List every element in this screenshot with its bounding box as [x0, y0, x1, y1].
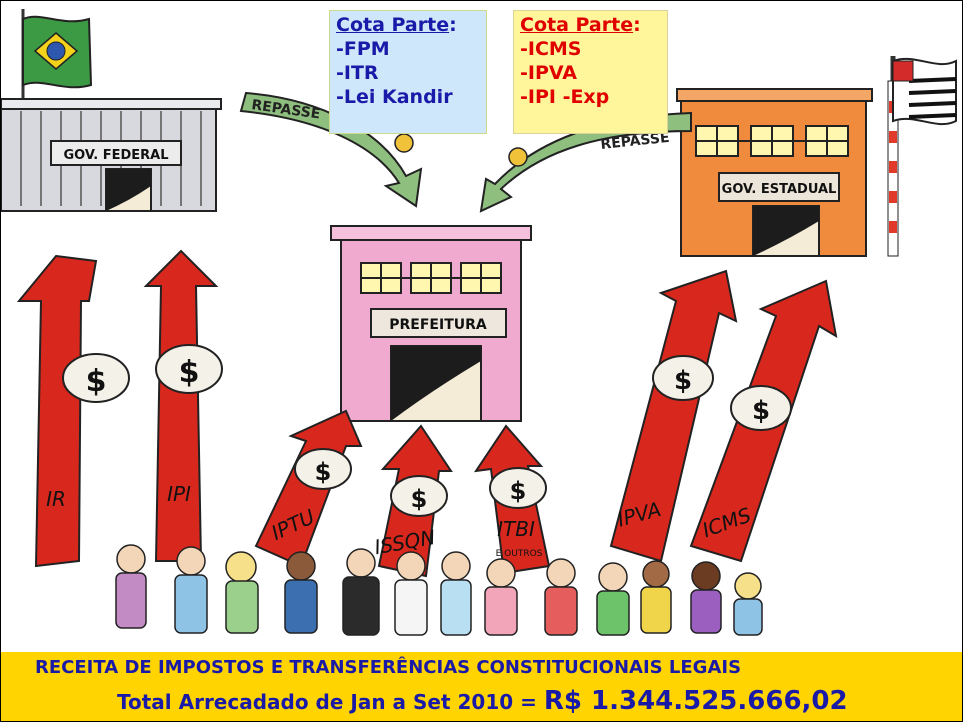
person-icon — [342, 548, 380, 636]
repasse-label-estadual: REPASSE — [600, 130, 671, 153]
tax-arrow-ir: IR — [16, 254, 98, 568]
prefeitura-building: PREFEITURA — [330, 225, 532, 422]
tax-arrow-ipi: IPI — [143, 249, 219, 562]
cota-parte-estadual-box: Cota Parte: -ICMS -IPVA -IPI -Exp — [513, 10, 668, 134]
person-icon — [544, 558, 578, 636]
federal-building: GOV. FEDERAL — [1, 9, 222, 212]
tax-arrow-iptu: IPTU — [254, 409, 363, 568]
cota-estadual-title: Cota Parte — [520, 14, 634, 36]
svg-text:$: $ — [411, 485, 428, 513]
person-icon — [596, 562, 630, 636]
cota-federal-title: Cota Parte — [336, 14, 450, 36]
footer-title: RECEITA DE IMPOSTOS E TRANSFERÊNCIAS CON… — [35, 657, 742, 678]
footer-total-amount: R$ 1.344.525.666,02 — [543, 686, 848, 716]
person-icon — [174, 546, 208, 634]
cota-federal-item: -FPM — [336, 38, 390, 60]
coin-icon — [394, 133, 528, 167]
cota-federal-item: -ITR — [336, 62, 379, 84]
arrow-label-ir: IR — [46, 487, 66, 511]
money-bag-symbols: $ $ $ $ $ $ $ — [86, 355, 770, 513]
cota-estadual-item: -IPVA — [520, 62, 577, 84]
prefeitura-sign: PREFEITURA — [389, 317, 487, 333]
svg-text:$: $ — [86, 364, 107, 399]
people-crowd — [115, 544, 763, 636]
cota-estadual-colon: : — [633, 14, 641, 36]
arrow-label-itbi: ITBI — [497, 517, 535, 541]
svg-text:$: $ — [179, 355, 200, 390]
arrow-sublabel-itbi: E OUTROS — [496, 549, 543, 559]
cota-federal-item: -Lei Kandir — [336, 86, 453, 108]
tax-arrow-ipva: IPVA — [609, 269, 738, 563]
svg-text:$: $ — [315, 458, 332, 486]
person-icon — [690, 561, 722, 634]
cota-federal-colon: : — [449, 14, 457, 36]
svg-text:$: $ — [752, 396, 770, 426]
footer-banner: RECEITA DE IMPOSTOS E TRANSFERÊNCIAS CON… — [1, 652, 962, 721]
person-icon — [440, 551, 472, 636]
person-icon — [394, 551, 428, 636]
money-bag-icon — [62, 344, 792, 517]
cota-estadual-item: -ICMS — [520, 38, 582, 60]
svg-text:$: $ — [674, 366, 692, 396]
footer-total-label: Total Arrecadado de Jan a Set 2010 = — [117, 690, 544, 714]
footer-total: Total Arrecadado de Jan a Set 2010 = R$ … — [117, 686, 848, 716]
tax-flow-illustration: GOV. FEDERAL GOV. ESTADUAL PREFEITURA — [1, 9, 957, 636]
person-icon — [225, 551, 259, 634]
state-building: GOV. ESTADUAL — [676, 56, 957, 257]
cota-parte-federal-box: Cota Parte: -FPM -ITR -Lei Kandir — [329, 10, 487, 134]
person-icon — [484, 558, 518, 636]
arrow-label-ipi: IPI — [167, 482, 191, 506]
svg-text:$: $ — [510, 477, 527, 505]
person-icon — [733, 572, 763, 636]
federal-building-sign: GOV. FEDERAL — [63, 148, 168, 163]
cota-estadual-item: -IPI -Exp — [520, 86, 610, 108]
person-icon — [640, 560, 672, 634]
person-icon — [115, 544, 147, 629]
state-building-sign: GOV. ESTADUAL — [722, 182, 837, 197]
person-icon — [284, 551, 318, 634]
